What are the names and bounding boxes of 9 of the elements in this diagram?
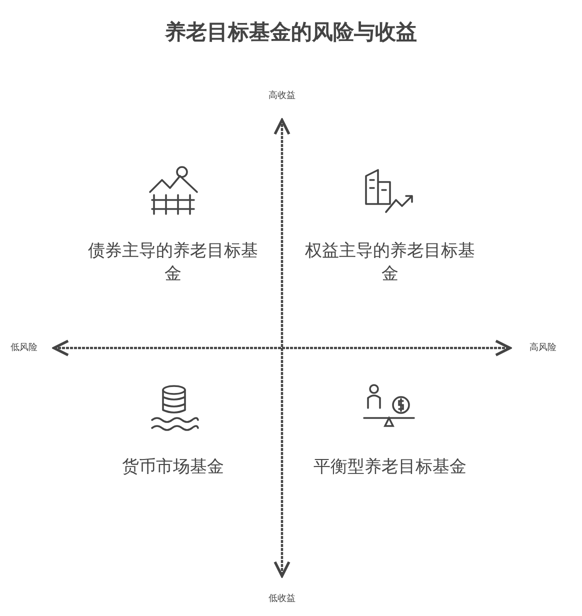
quadrant-label: 权益主导的养老目标基金 [305,240,475,286]
axis-label: 低收益 [268,593,296,605]
quadrant-label: 债券主导的养老目标基金 [88,240,258,286]
quadrant-label: 平衡型养老目标基金 [312,456,468,479]
axis-label: 低风险 [10,342,38,354]
title: 养老目标基金的风险与收益 [164,18,418,46]
quadrant-label: 货币市场基金 [121,456,225,479]
axis-label: 高风险 [528,342,558,354]
axis-label: 高收益 [268,90,296,102]
